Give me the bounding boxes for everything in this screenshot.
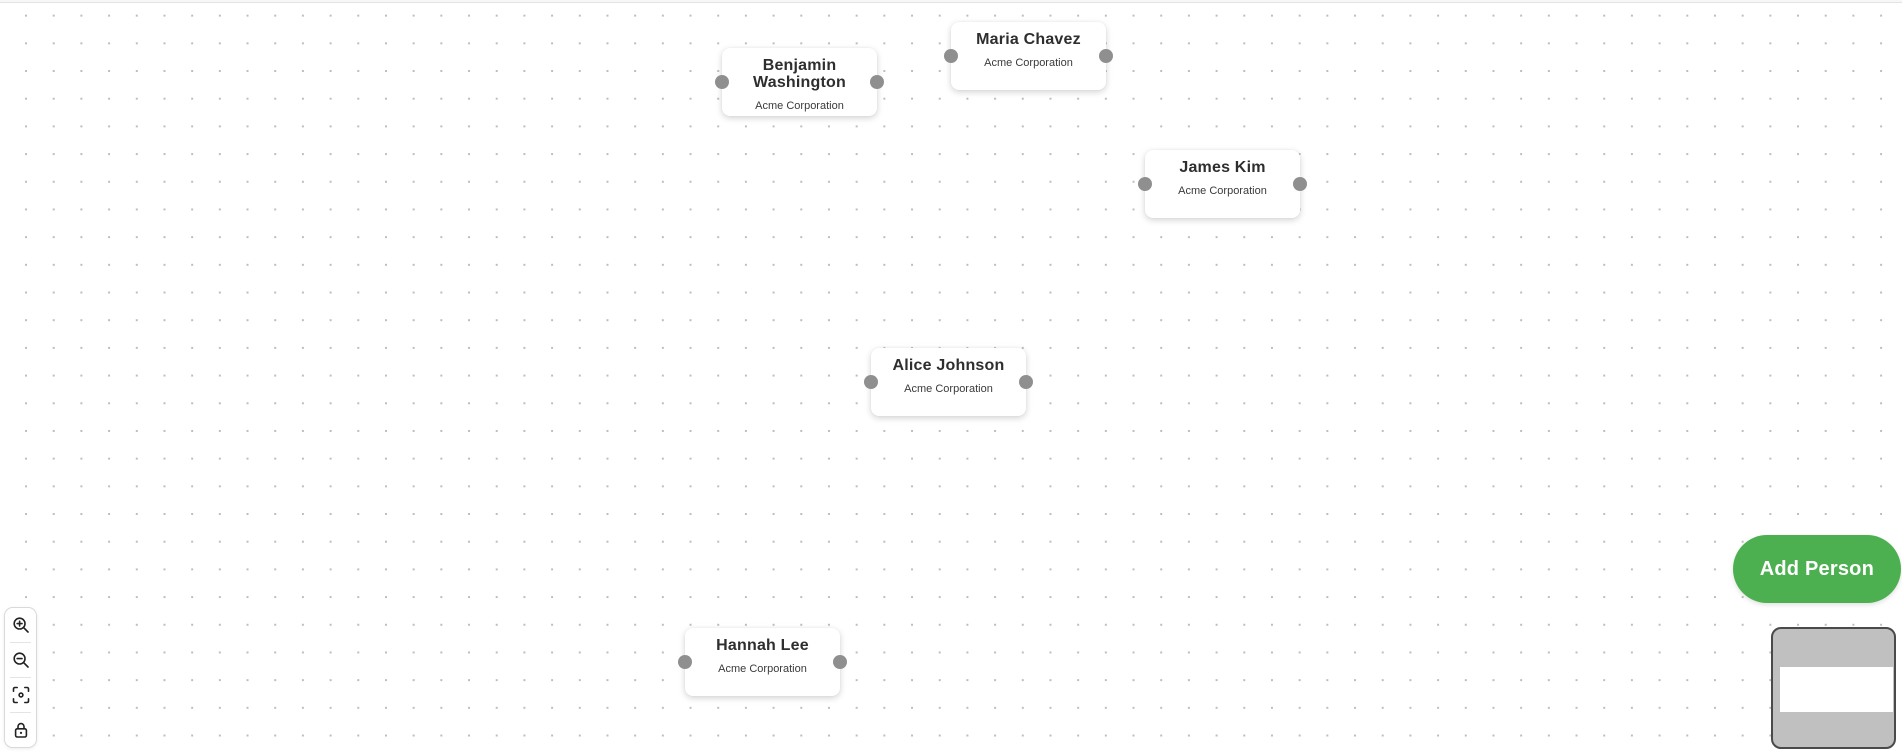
zoom-in-icon [12,617,29,633]
canvas-controls-panel [4,607,37,748]
person-company: Acme Corporation [984,57,1073,69]
node-handle-right-icon[interactable] [1019,375,1033,389]
node-handle-left-icon[interactable] [864,375,878,389]
person-node-alice[interactable]: Alice Johnson Acme Corporation [864,348,1033,416]
person-name: Benjamin Washington [753,57,846,91]
fit-view-button[interactable] [5,678,36,712]
person-name: Hannah Lee [716,637,809,654]
zoom-in-button[interactable] [5,608,36,642]
person-company: Acme Corporation [904,383,993,395]
person-node-hannah[interactable]: Hannah Lee Acme Corporation [678,628,847,696]
person-company: Acme Corporation [1178,185,1267,197]
controls-divider [10,677,31,678]
person-name: Maria Chavez [976,31,1081,48]
lock-icon [14,722,27,738]
person-name: James Kim [1179,159,1266,176]
add-person-button[interactable]: Add Person [1732,535,1901,603]
node-handle-right-icon[interactable] [1293,177,1307,191]
controls-divider [10,642,31,643]
zoom-out-button[interactable] [5,643,36,677]
lock-button[interactable] [5,713,36,747]
node-handle-left-icon[interactable] [715,75,729,89]
person-node-benjamin[interactable]: Benjamin Washington Acme Corporation [715,48,884,116]
node-handle-left-icon[interactable] [944,49,958,63]
minimap-viewport[interactable] [1780,667,1893,712]
fit-view-icon [12,686,29,704]
person-company: Acme Corporation [755,100,844,112]
node-handle-right-icon[interactable] [1099,49,1113,63]
person-node-james[interactable]: James Kim Acme Corporation [1138,150,1307,218]
node-handle-left-icon[interactable] [1138,177,1152,191]
controls-divider [10,712,31,713]
minimap[interactable] [1771,627,1896,749]
person-name: Alice Johnson [892,357,1005,374]
canvas-top-border [0,0,1902,3]
zoom-out-icon [12,652,29,668]
node-handle-right-icon[interactable] [870,75,884,89]
person-company: Acme Corporation [718,663,807,675]
person-node-maria[interactable]: Maria Chavez Acme Corporation [944,22,1113,90]
node-handle-right-icon[interactable] [833,655,847,669]
node-handle-left-icon[interactable] [678,655,692,669]
